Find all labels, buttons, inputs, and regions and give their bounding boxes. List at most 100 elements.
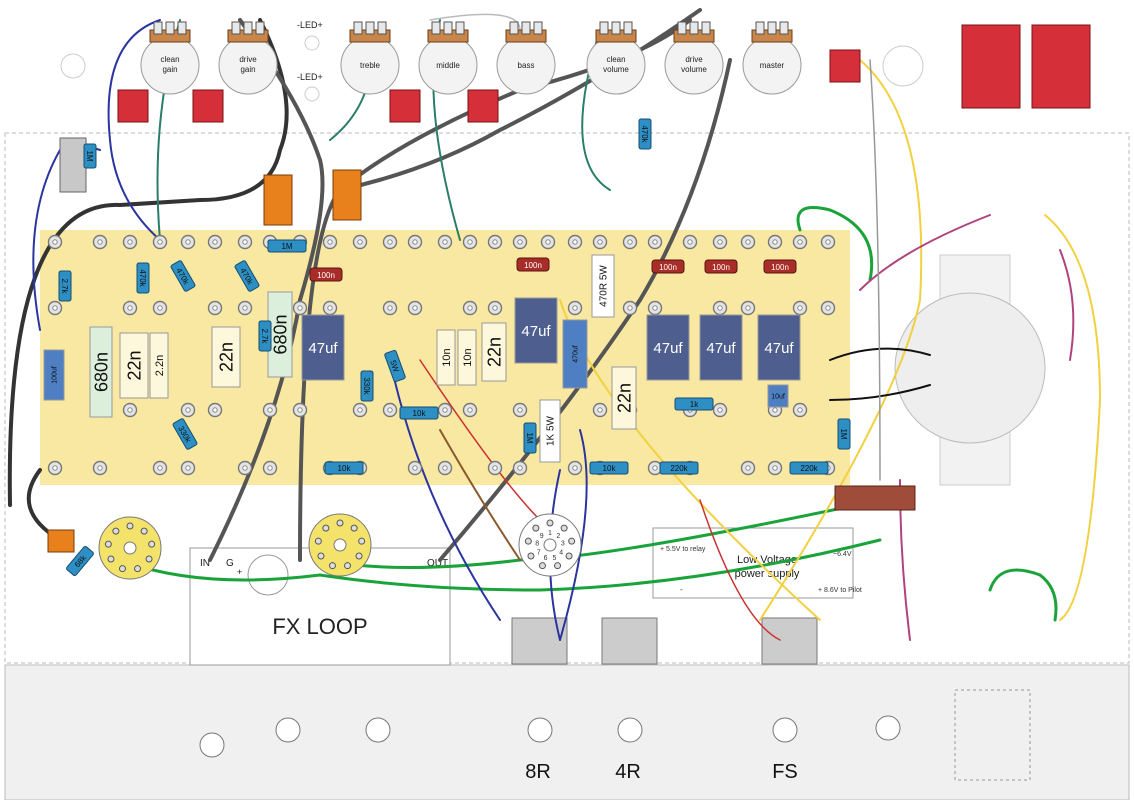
electrolytic-1: 47uf — [514, 297, 558, 364]
socket-pin — [350, 524, 358, 532]
pot-lug — [623, 21, 633, 35]
small-electrolytic-0-label: 100uf — [51, 366, 58, 384]
eyelet-hole — [652, 465, 658, 471]
disc-cap-label-4: 100n — [771, 263, 789, 272]
pot-label-line: drive — [685, 55, 703, 64]
eyelet-hole — [572, 305, 578, 311]
pot-label-line: volume — [603, 65, 629, 74]
socket-pin — [554, 562, 562, 570]
socket-pin — [140, 527, 148, 535]
pot-lug — [353, 21, 363, 35]
eyelet-hole — [717, 407, 723, 413]
socket-pin — [344, 562, 352, 570]
eyelet-hole — [652, 239, 658, 245]
eyelet-hole — [442, 465, 448, 471]
eyelet-hole — [797, 305, 803, 311]
pot-lug — [677, 21, 687, 35]
small-cap-2-label: 10n — [462, 348, 474, 366]
film-cap-2-body — [211, 326, 241, 388]
disc-cap-0 — [309, 267, 343, 282]
power-resistor: 470R 5W — [591, 254, 615, 318]
resistor-body — [83, 143, 97, 169]
electrolytic-0-body — [301, 314, 345, 381]
eyelet-hole — [97, 465, 103, 471]
small-cap-1-body — [436, 329, 456, 386]
resistor-label: 220k — [670, 464, 688, 473]
wire-25 — [419, 359, 541, 521]
socket-pin — [314, 537, 322, 545]
led-label-1: -LED+ — [297, 20, 323, 30]
socket-pin — [565, 552, 573, 560]
resistor-11: 1M — [523, 422, 537, 454]
pot-label-line: gain — [240, 65, 255, 74]
film-cap-1-label: 22n — [124, 350, 144, 380]
disc-cap-2 — [651, 259, 685, 274]
eyelet-hole — [127, 239, 133, 245]
eyelet-hole — [412, 305, 418, 311]
eyelet-hole — [212, 407, 218, 413]
small-electrolytic-1: 470uf — [562, 319, 588, 389]
electrolytic-1-label: 47uf — [521, 323, 551, 340]
pot-label-line: gain — [162, 65, 177, 74]
pot-lug — [755, 21, 765, 35]
eyelet-hole — [772, 239, 778, 245]
electrolytic-3: 47uf — [699, 314, 743, 381]
eyelet-hole — [52, 239, 58, 245]
eyelet-hole — [127, 305, 133, 311]
eyelet-hole — [797, 239, 803, 245]
wire-2 — [208, 18, 325, 562]
resistor-body — [360, 370, 374, 402]
small-cap-0: 2.2n — [149, 332, 169, 399]
resistor-12: 1k — [674, 397, 714, 411]
wire-5 — [338, 8, 702, 192]
film-cap-0: 680n — [89, 326, 113, 418]
input-jack-hole — [60, 53, 86, 79]
pot-lug — [455, 21, 465, 35]
eyelet-hole — [687, 239, 693, 245]
film-cap-2: 22n — [211, 326, 241, 388]
power-resistor-body — [591, 254, 615, 318]
input-jack-lug — [47, 529, 75, 553]
eyelet-hole — [597, 239, 603, 245]
eyelet-hole — [545, 239, 551, 245]
pot-label: master — [760, 61, 785, 70]
small-cap-1-label: 10n — [441, 348, 453, 366]
psu-ac: ~6.4V — [833, 551, 852, 558]
jack-label-4r: 4R — [615, 761, 641, 783]
eyelet-hole — [157, 239, 163, 245]
pot-label: treble — [360, 61, 381, 70]
electrolytic-2-body — [646, 314, 690, 381]
socket-pin-label: 1 — [548, 530, 552, 537]
eyelet-hole — [572, 239, 578, 245]
eyelet-hole — [772, 407, 778, 413]
disc-cap-label-0: 100n — [317, 271, 335, 280]
relays — [59, 24, 1091, 226]
eyelet-hole — [492, 305, 498, 311]
eyelet-hole — [825, 239, 831, 245]
eyelet-hole — [212, 305, 218, 311]
electrolytic-0-label: 47uf — [308, 340, 338, 357]
small-electrolytic-0: 100uf — [43, 349, 65, 401]
resistor-body — [170, 260, 196, 292]
socket-pin — [538, 562, 546, 570]
pot-lug — [231, 21, 241, 35]
resistor-body — [638, 118, 652, 150]
eyelet-hole — [387, 239, 393, 245]
resistor-label: 1M — [525, 432, 534, 443]
pot-lug — [701, 21, 711, 35]
film-cap-5: 22n — [611, 366, 637, 430]
eyelet-hole — [745, 239, 751, 245]
resistor-body — [659, 461, 699, 475]
small-electrolytic-2-body — [767, 384, 789, 408]
socket-pin — [328, 562, 336, 570]
socket-pin — [560, 524, 568, 532]
power-resistor-2: 1K 5W — [539, 399, 561, 463]
resistor-body — [837, 418, 851, 450]
resistor-label: 470k — [138, 269, 147, 287]
wire-9 — [988, 568, 1058, 622]
pot-label-line: volume — [681, 65, 707, 74]
